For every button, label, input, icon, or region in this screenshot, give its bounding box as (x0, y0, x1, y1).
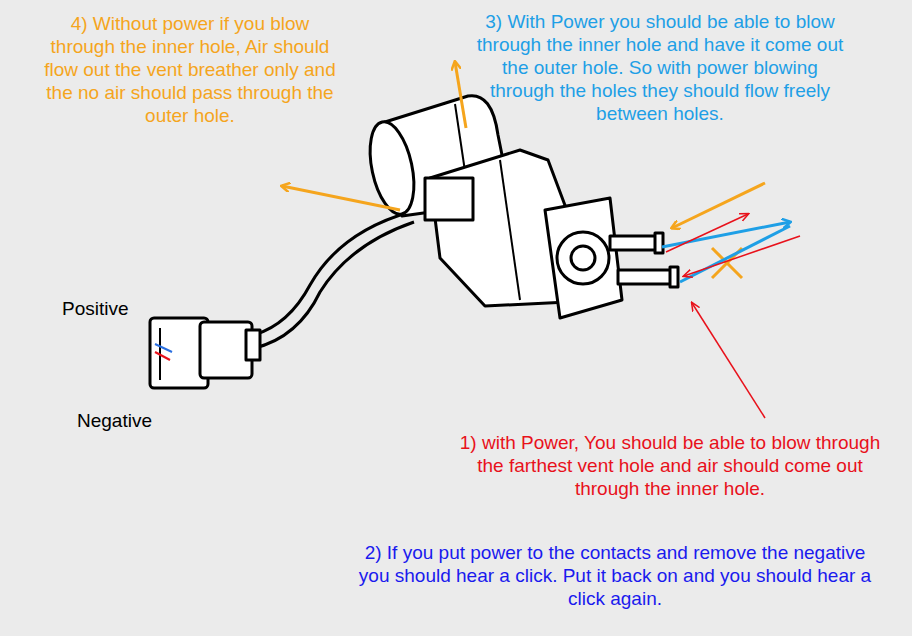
port-boss (571, 246, 595, 270)
airflow-arrow (666, 214, 748, 252)
port-tip (655, 233, 663, 253)
connector-boot (246, 330, 260, 360)
airflow-line (680, 226, 790, 282)
positive-terminal (155, 344, 172, 352)
leader-line (692, 303, 765, 418)
valve-drawing (150, 96, 678, 388)
mounting-flange (545, 198, 622, 318)
wire-grommet (425, 178, 473, 220)
terminal-label: Positive (62, 297, 182, 320)
note-text: 2) If you put power to the contacts and … (352, 541, 878, 610)
wire (245, 222, 414, 350)
wire (240, 212, 410, 338)
airflow-arrow (672, 183, 765, 228)
port-boss (557, 232, 609, 284)
note-text: 3) With Power you should be able to blow… (470, 10, 850, 125)
airflow-arrow (684, 236, 800, 276)
vent-arrow (455, 62, 466, 128)
port-tip (670, 267, 678, 287)
vent-arrow (282, 186, 400, 210)
note-text: 4) Without power if you blow through the… (38, 12, 342, 127)
inner-port (610, 236, 658, 250)
negative-terminal (155, 352, 170, 360)
connector-housing (200, 322, 252, 378)
body-edge (500, 160, 520, 300)
outer-port (618, 270, 673, 284)
terminal-label: Negative (77, 409, 197, 432)
note-text: 1) with Power, You should be able to blo… (458, 431, 882, 500)
